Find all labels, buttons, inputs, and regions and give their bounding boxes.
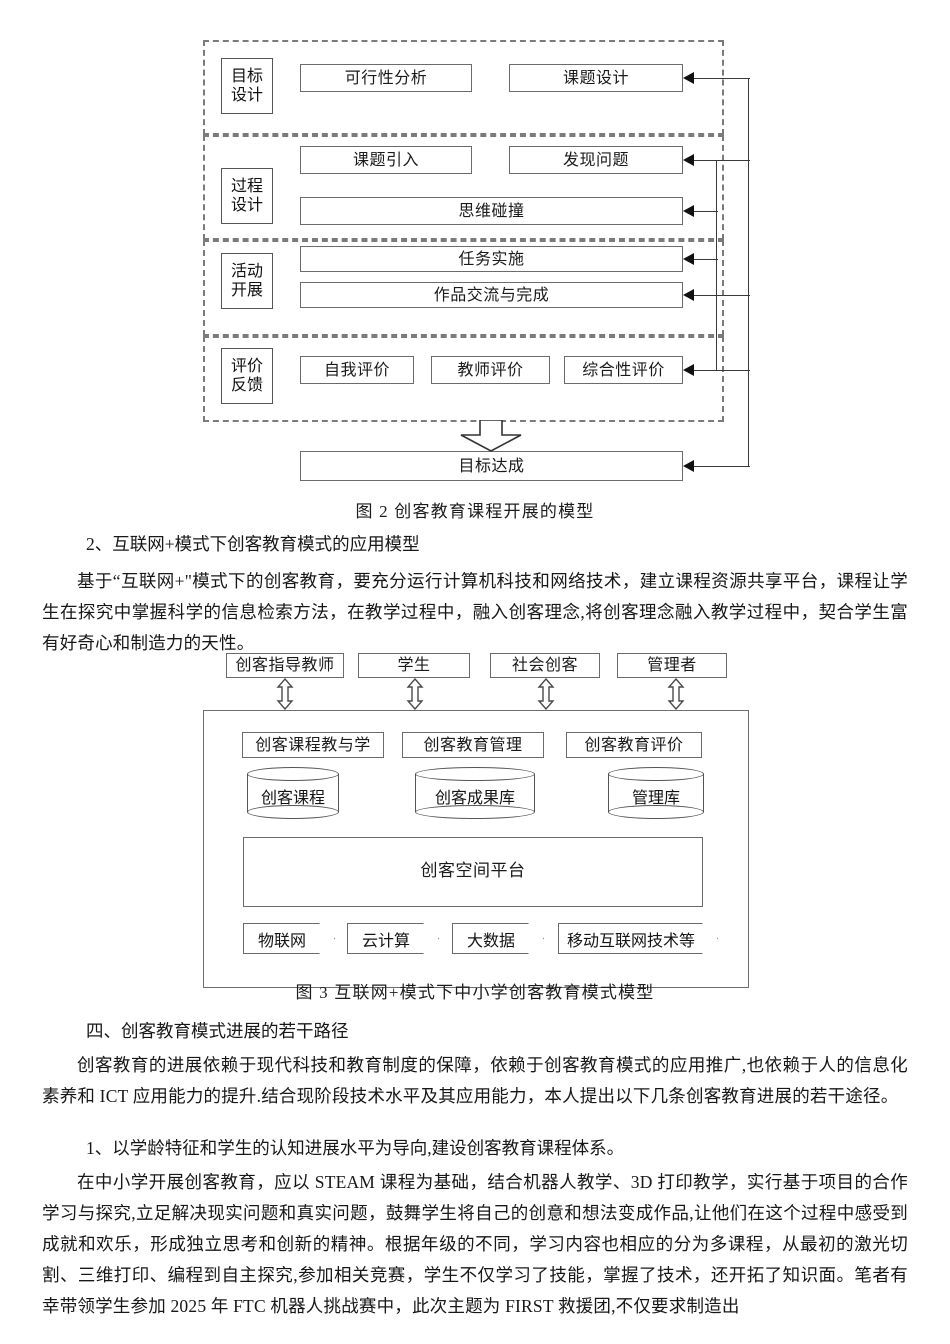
cylinder-bottom-ellipse [247, 805, 339, 819]
heading-1: 1、以学龄特征和学生的认知进展水平为导向,建设创客教育课程体系。 [86, 1138, 625, 1158]
figure-3-caption: 图 3 互联网+模式下中小学创客教育模式模型 [295, 983, 655, 1002]
arrowhead-icon-comprehensive-evaluation [683, 364, 694, 376]
feedback-line-to-goal-achieved [694, 466, 750, 467]
service-box-teaching-and-learning: 创客课程教与学 [242, 732, 384, 758]
cylinder-bottom-ellipse [608, 805, 704, 819]
node-work-exchange-and-completion: 作品交流与完成 [300, 282, 683, 308]
stage-label-line1: 过程 [230, 176, 263, 196]
actor-box-student: 学生 [358, 653, 470, 678]
dashed-group-goal-design [203, 40, 724, 135]
datastore-label: 创客课程 [260, 788, 325, 807]
node-feasibility-analysis: 可行性分析 [300, 64, 472, 92]
actor-box-maker-instructor: 创客指导教师 [226, 653, 344, 678]
dashed-group-activity-development [203, 240, 724, 336]
arrowhead-icon-work-exchange [683, 289, 694, 301]
datastore-label: 创客成果库 [434, 788, 515, 807]
feedback-line-to-work-exchange [694, 295, 750, 296]
node-teacher-evaluation: 教师评价 [431, 356, 550, 384]
stage-label-goal-design: 目标 设计 [221, 58, 273, 114]
stage-label-line1: 评价 [230, 356, 263, 376]
technology-chevron-mobile-internet: 移动互联网技术等 [558, 923, 718, 954]
double-arrow-icon-administrator [667, 677, 685, 715]
arrowhead-icon-goal-achieved [683, 460, 694, 472]
stage-label-evaluation-feedback: 评价 反馈 [221, 348, 273, 404]
node-goal-achieved: 目标达成 [300, 451, 683, 481]
stage-label-line2: 开展 [230, 280, 263, 299]
datastore-label: 管理库 [631, 788, 680, 807]
stage-label-line2: 反馈 [230, 375, 263, 394]
figure-2-caption: 图 2 创客教育课程开展的模型 [355, 502, 595, 521]
stage-label-line2: 设计 [230, 85, 263, 104]
node-topic-design: 课题设计 [509, 64, 683, 92]
double-arrow-icon-student [406, 677, 424, 715]
node-find-problem: 发现问题 [509, 146, 683, 174]
node-self-evaluation: 自我评价 [300, 356, 414, 384]
double-arrow-icon-social-maker [537, 677, 555, 715]
feedback-line-to-find-problem [694, 160, 750, 161]
cylinder-bottom-ellipse [415, 805, 535, 819]
arrowhead-icon-find-problem [683, 154, 694, 166]
cylinder-top-ellipse [608, 767, 704, 781]
actor-box-social-maker: 社会创客 [490, 653, 600, 678]
platform-box-maker-space: 创客空间平台 [243, 837, 703, 907]
figure-2-maker-education-course-model: 目标 设计 过程 设计 活动 开展 评价 反馈 可行性分析 课题设计 课题引入 … [0, 0, 950, 521]
node-topic-introduction: 课题引入 [300, 146, 472, 174]
node-task-implementation: 任务实施 [300, 246, 683, 272]
stage-label-process-design: 过程 设计 [221, 168, 273, 224]
service-box-education-evaluation: 创客教育评价 [566, 732, 702, 758]
technology-chevron-cloud-computing: 云计算 [347, 923, 439, 954]
feedback-connector-inner-vertical [716, 160, 717, 370]
feedback-line-to-topic-design [694, 78, 750, 79]
dashed-group-process-design [203, 135, 724, 240]
datastore-management-library: 管理库 [608, 767, 704, 819]
stage-label-activity-development: 活动 开展 [221, 253, 273, 309]
feedback-line-to-thinking-collision [694, 211, 718, 212]
arrowhead-icon-thinking-collision [683, 205, 694, 217]
figure-3-internet-plus-maker-education-model: 创客指导教师 学生 社会创客 管理者 创客课程教与学 创客教育管理 创客教育评价… [0, 640, 950, 1010]
feedback-connector-outer-vertical [748, 78, 749, 466]
arrowhead-icon-topic-design [683, 72, 694, 84]
datastore-maker-course: 创客课程 [247, 767, 339, 819]
heading-4: 四、创客教育模式进展的若干路径 [86, 1021, 349, 1041]
technology-chevron-big-data: 大数据 [452, 923, 544, 954]
node-comprehensive-evaluation: 综合性评价 [564, 356, 683, 384]
paragraph-3: 在中小学开展创客教育，应以 STEAM 课程为基础，结合机器人教学、3D 打印教… [42, 1172, 908, 1316]
double-arrow-icon-instructor [276, 677, 294, 715]
stage-label-line1: 目标 [230, 66, 263, 86]
dashed-group-evaluation-feedback [203, 336, 724, 422]
feedback-line-to-comprehensive-evaluation [694, 370, 750, 371]
arrowhead-icon-task-implementation [683, 253, 694, 265]
stage-label-line2: 设计 [230, 195, 263, 214]
down-arrow-icon [455, 419, 527, 452]
node-thinking-collision: 思维碰撞 [300, 197, 683, 225]
cylinder-top-ellipse [415, 767, 535, 781]
cylinder-top-ellipse [247, 767, 339, 781]
paragraph-1: 基于“互联网+"模式下的创客教育，要充分运行计算机科技和网络技术，建立课程资源共… [42, 571, 908, 653]
actor-box-administrator: 管理者 [617, 653, 727, 678]
service-box-education-management: 创客教育管理 [402, 732, 544, 758]
stage-label-line1: 活动 [230, 261, 263, 281]
datastore-maker-achievement-library: 创客成果库 [415, 767, 535, 819]
feedback-line-to-task-implementation [694, 259, 718, 260]
heading-2: 2、互联网+模式下创客教育模式的应用模型 [86, 534, 420, 554]
technology-chevron-iot: 物联网 [243, 923, 335, 954]
paragraph-2: 创客教育的进展依赖于现代科技和教育制度的保障，依赖于创客教育模式的应用推广,也依… [42, 1055, 908, 1106]
